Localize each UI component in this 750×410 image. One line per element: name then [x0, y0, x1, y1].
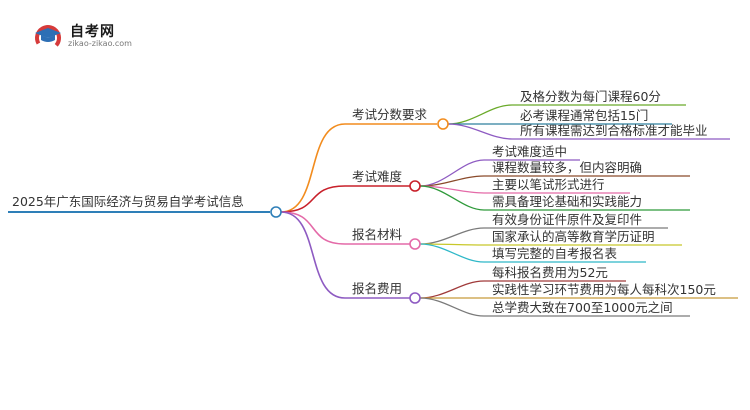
- branch-node-dot: [409, 180, 421, 192]
- leaf-node[interactable]: 每科报名费用为52元: [492, 265, 608, 280]
- leaf-connector: [419, 159, 485, 187]
- leaf-node[interactable]: 主要以笔试形式进行: [492, 177, 605, 192]
- leaf-node[interactable]: 填写完整的自考报名表: [492, 246, 618, 261]
- root-node-dot: [270, 206, 282, 218]
- branch-node[interactable]: 考试难度: [352, 169, 403, 184]
- leaf-node[interactable]: 总学费大致在700至1000元之间: [492, 300, 673, 315]
- branch-connector: [280, 211, 346, 245]
- root-node[interactable]: 2025年广东国际经济与贸易自学考试信息: [12, 194, 244, 209]
- branch-node[interactable]: 报名费用: [352, 281, 403, 296]
- leaf-connector: [447, 104, 513, 125]
- branch-connector: [280, 185, 346, 213]
- branch-node-dot: [409, 292, 421, 304]
- leaf-connector: [419, 185, 485, 211]
- branch-node-dot: [437, 118, 449, 130]
- branch-connector: [280, 211, 346, 299]
- leaf-connector: [419, 243, 485, 263]
- logo-name: 自考网: [70, 24, 115, 40]
- branch-node[interactable]: 报名材料: [352, 227, 403, 242]
- leaf-node[interactable]: 国家承认的高等教育学历证明: [492, 229, 655, 244]
- branch-connector: [280, 123, 346, 213]
- graduation-cap-icon: [35, 25, 61, 51]
- logo-domain: zikao-zikao.com: [68, 39, 132, 48]
- branch-node-dot: [409, 238, 421, 250]
- site-logo[interactable]: 自考网 zikao-zikao.com: [34, 20, 154, 54]
- leaf-node[interactable]: 必考课程通常包括15门: [520, 108, 649, 123]
- leaf-node[interactable]: 所有课程需达到合格标准才能毕业: [520, 123, 708, 138]
- leaf-connector: [419, 227, 485, 245]
- leaf-connector: [419, 297, 485, 317]
- branch-node[interactable]: 考试分数要求: [352, 107, 428, 122]
- leaf-node[interactable]: 课程数量较多，但内容明确: [492, 160, 643, 175]
- leaf-node[interactable]: 有效身份证件原件及复印件: [492, 212, 643, 227]
- leaf-connector: [447, 123, 513, 140]
- leaf-node[interactable]: 需具备理论基础和实践能力: [492, 194, 643, 209]
- leaf-node[interactable]: 及格分数为每门课程60分: [520, 89, 661, 104]
- leaf-connector: [419, 280, 485, 299]
- leaf-node[interactable]: 考试难度适中: [492, 144, 568, 159]
- leaf-node[interactable]: 实践性学习环节费用为每人每科次150元: [492, 282, 716, 297]
